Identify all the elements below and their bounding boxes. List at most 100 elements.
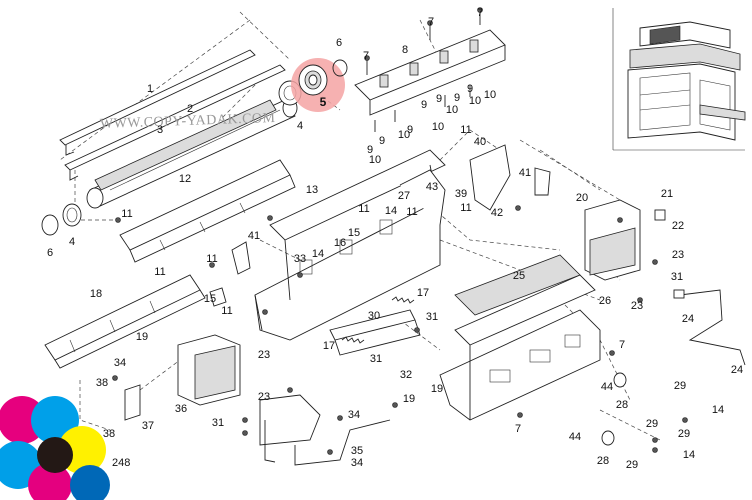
callout-31: 31 [212, 417, 224, 429]
callout-26: 26 [599, 295, 611, 307]
callout-34: 34 [351, 457, 363, 469]
callout-28: 28 [616, 399, 628, 411]
fuser-lower-frame [439, 274, 601, 421]
callout-6: 6 [336, 37, 342, 49]
callout-7: 7 [363, 50, 369, 62]
callout-35: 35 [351, 445, 363, 457]
callout-14: 14 [712, 404, 724, 416]
callout-4: 4 [69, 236, 75, 248]
callout-10: 10 [446, 104, 458, 116]
callout-17: 17 [323, 340, 335, 352]
callout-42: 42 [491, 207, 503, 219]
watermark-text: WWW.COPY-YADAK.COM [100, 111, 276, 132]
callout-29: 29 [674, 380, 686, 392]
callout-23: 23 [258, 349, 270, 361]
callout-19: 19 [431, 383, 443, 395]
callout-40: 40 [474, 136, 486, 148]
callout-19: 19 [403, 393, 415, 405]
callout-7: 7 [428, 16, 434, 28]
callout-9: 9 [379, 135, 385, 147]
callout-1: 1 [147, 83, 153, 95]
callout-7: 7 [477, 7, 483, 19]
page-number: 248 [112, 457, 130, 469]
callout-19: 19 [136, 331, 148, 343]
bracket-37 [124, 384, 141, 421]
thermostat-harness [259, 394, 391, 466]
paper-guide-lower [44, 274, 206, 369]
gear-28-upper [613, 372, 627, 388]
callout-9: 9 [436, 93, 442, 105]
left-bracket [231, 241, 251, 275]
callout-23: 23 [258, 391, 270, 403]
c-ring-right [332, 59, 348, 77]
callout-8: 8 [402, 44, 408, 56]
callout-15: 15 [348, 227, 360, 239]
callout-39: 39 [455, 188, 467, 200]
fuser-upper-guide [119, 159, 296, 263]
callout-24: 24 [682, 313, 694, 325]
callout-25: 25 [513, 270, 525, 282]
callout-11: 11 [206, 253, 217, 265]
wire-harness [673, 289, 746, 366]
guide-rail-lower [64, 64, 286, 181]
callout-33: 33 [294, 253, 306, 265]
callout-29: 29 [646, 418, 658, 430]
callout-10: 10 [369, 154, 381, 166]
copier-inset [612, 8, 746, 151]
pad-25 [454, 254, 581, 316]
callout-9: 9 [467, 83, 473, 95]
guide-rail-upper [59, 49, 256, 156]
callout-27: 27 [398, 190, 410, 202]
callout-9: 9 [421, 99, 427, 111]
callout-30: 30 [368, 310, 380, 322]
c-ring-left [41, 214, 59, 236]
callout-34: 34 [114, 357, 126, 369]
callout-23: 23 [631, 300, 643, 312]
callout-7: 7 [619, 339, 625, 351]
callout-11: 11 [460, 124, 471, 136]
callout-10: 10 [398, 129, 410, 141]
callout-14: 14 [683, 449, 695, 461]
callout-31: 31 [370, 353, 382, 365]
callout-12: 12 [179, 173, 191, 185]
connector-housing [584, 199, 666, 281]
cmyk-logo [0, 396, 110, 500]
fuser-frame [254, 149, 446, 341]
callout-22: 22 [672, 220, 684, 232]
callout-44: 44 [601, 381, 613, 393]
callout-29: 29 [678, 428, 690, 440]
callout-11: 11 [221, 305, 232, 317]
gear-28-lower [601, 430, 615, 446]
upper-bracket [354, 29, 506, 116]
screws-misc [112, 205, 688, 455]
callout-37: 37 [142, 420, 154, 432]
terminal-block [177, 334, 241, 406]
callout-29: 29 [626, 459, 638, 471]
callout-11: 11 [121, 208, 132, 220]
callout-14: 14 [312, 248, 324, 260]
callout-34: 34 [348, 409, 360, 421]
callout-23: 23 [672, 249, 684, 261]
callout-2: 2 [187, 103, 193, 115]
screws-top [364, 7, 483, 75]
callout-41: 41 [519, 167, 531, 179]
pressure-roller [94, 99, 277, 191]
clip-15 [209, 287, 227, 307]
callout-13: 13 [306, 184, 318, 196]
callout-4: 4 [297, 120, 303, 132]
bearing-left [62, 203, 82, 227]
callout-28: 28 [597, 455, 609, 467]
callout-43: 43 [426, 181, 438, 193]
callout-38: 38 [103, 428, 115, 440]
callout-10: 10 [484, 89, 496, 101]
callout-9: 9 [454, 92, 460, 104]
callout-11: 11 [358, 203, 369, 215]
callout-44: 44 [569, 431, 581, 443]
callout-20: 20 [576, 192, 588, 204]
callout-10: 10 [469, 95, 481, 107]
callout-41: 41 [248, 230, 260, 242]
callout-5: 5 [320, 95, 327, 109]
callout-6: 6 [47, 247, 53, 259]
callout-38: 38 [96, 377, 108, 389]
